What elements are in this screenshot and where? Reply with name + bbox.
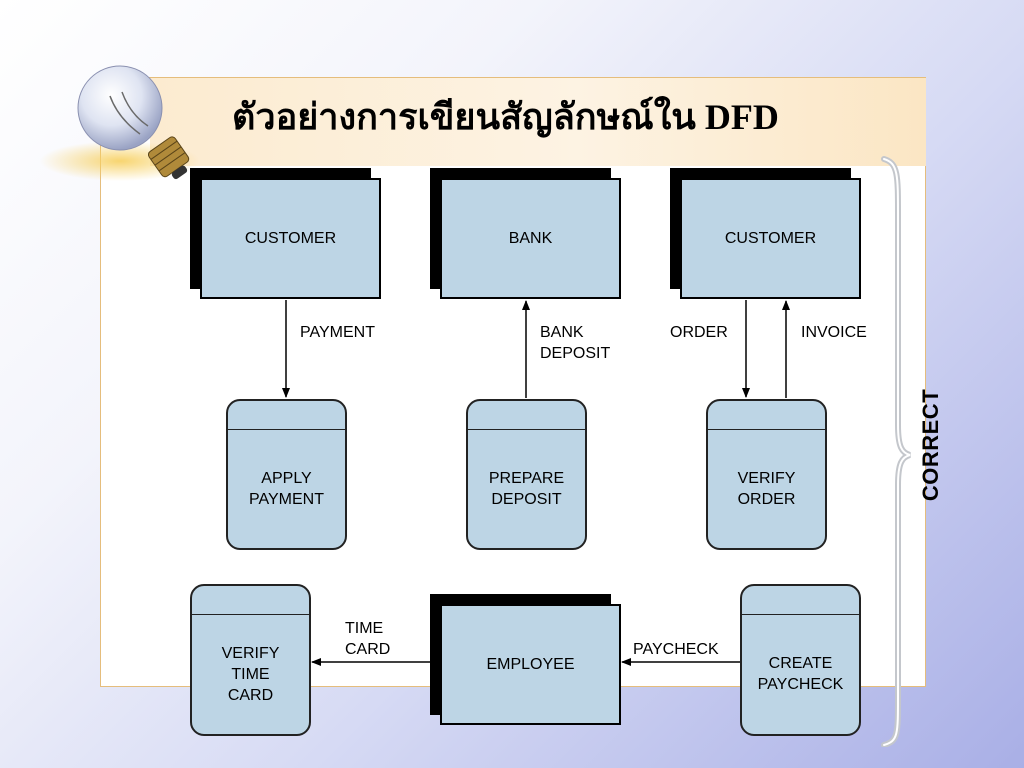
process-prepare-deposit: PREPARE DEPOSIT <box>466 399 587 550</box>
entity-employee: EMPLOYEE <box>430 594 621 725</box>
lightbulb-icon <box>40 65 200 181</box>
process-label: VERIFY TIME CARD <box>221 644 280 704</box>
process-label: VERIFY ORDER <box>737 469 796 508</box>
flow-label-bank-deposit: BANK DEPOSIT <box>540 324 611 362</box>
process-label: PREPARE DEPOSIT <box>488 469 565 508</box>
entity-label: CUSTOMER <box>680 178 861 299</box>
flow-label-invoice: INVOICE <box>801 324 867 341</box>
slide-title: ตัวอย่างการเขียนสัญลักษณ์ใน DFD <box>232 97 779 137</box>
entity-label: EMPLOYEE <box>440 604 621 725</box>
process-label: CREATE PAYCHECK <box>757 655 844 693</box>
flow-label-order: ORDER <box>670 324 728 341</box>
curly-bracket <box>881 156 911 747</box>
process-create-paycheck: CREATE PAYCHECK <box>740 584 861 736</box>
process-verify-time-card: VERIFY TIME CARD <box>190 584 311 736</box>
entity-bank: BANK <box>430 168 621 299</box>
process-verify-order: VERIFY ORDER <box>706 399 827 550</box>
process-apply-payment: APPLY PAYMENT <box>226 399 347 550</box>
entity-label: BANK <box>440 178 621 299</box>
flow-label-payment: PAYMENT <box>300 324 375 341</box>
correct-label: CORRECT <box>918 388 943 502</box>
entity-label: CUSTOMER <box>200 178 381 299</box>
title-band <box>150 78 926 166</box>
entity-customer-right: CUSTOMER <box>670 168 861 299</box>
entity-customer-left: CUSTOMER <box>190 168 381 299</box>
flow-label-time-card: TIME CARD <box>345 620 391 658</box>
process-label: APPLY PAYMENT <box>249 469 324 508</box>
flow-label-paycheck: PAYCHECK <box>633 641 719 658</box>
